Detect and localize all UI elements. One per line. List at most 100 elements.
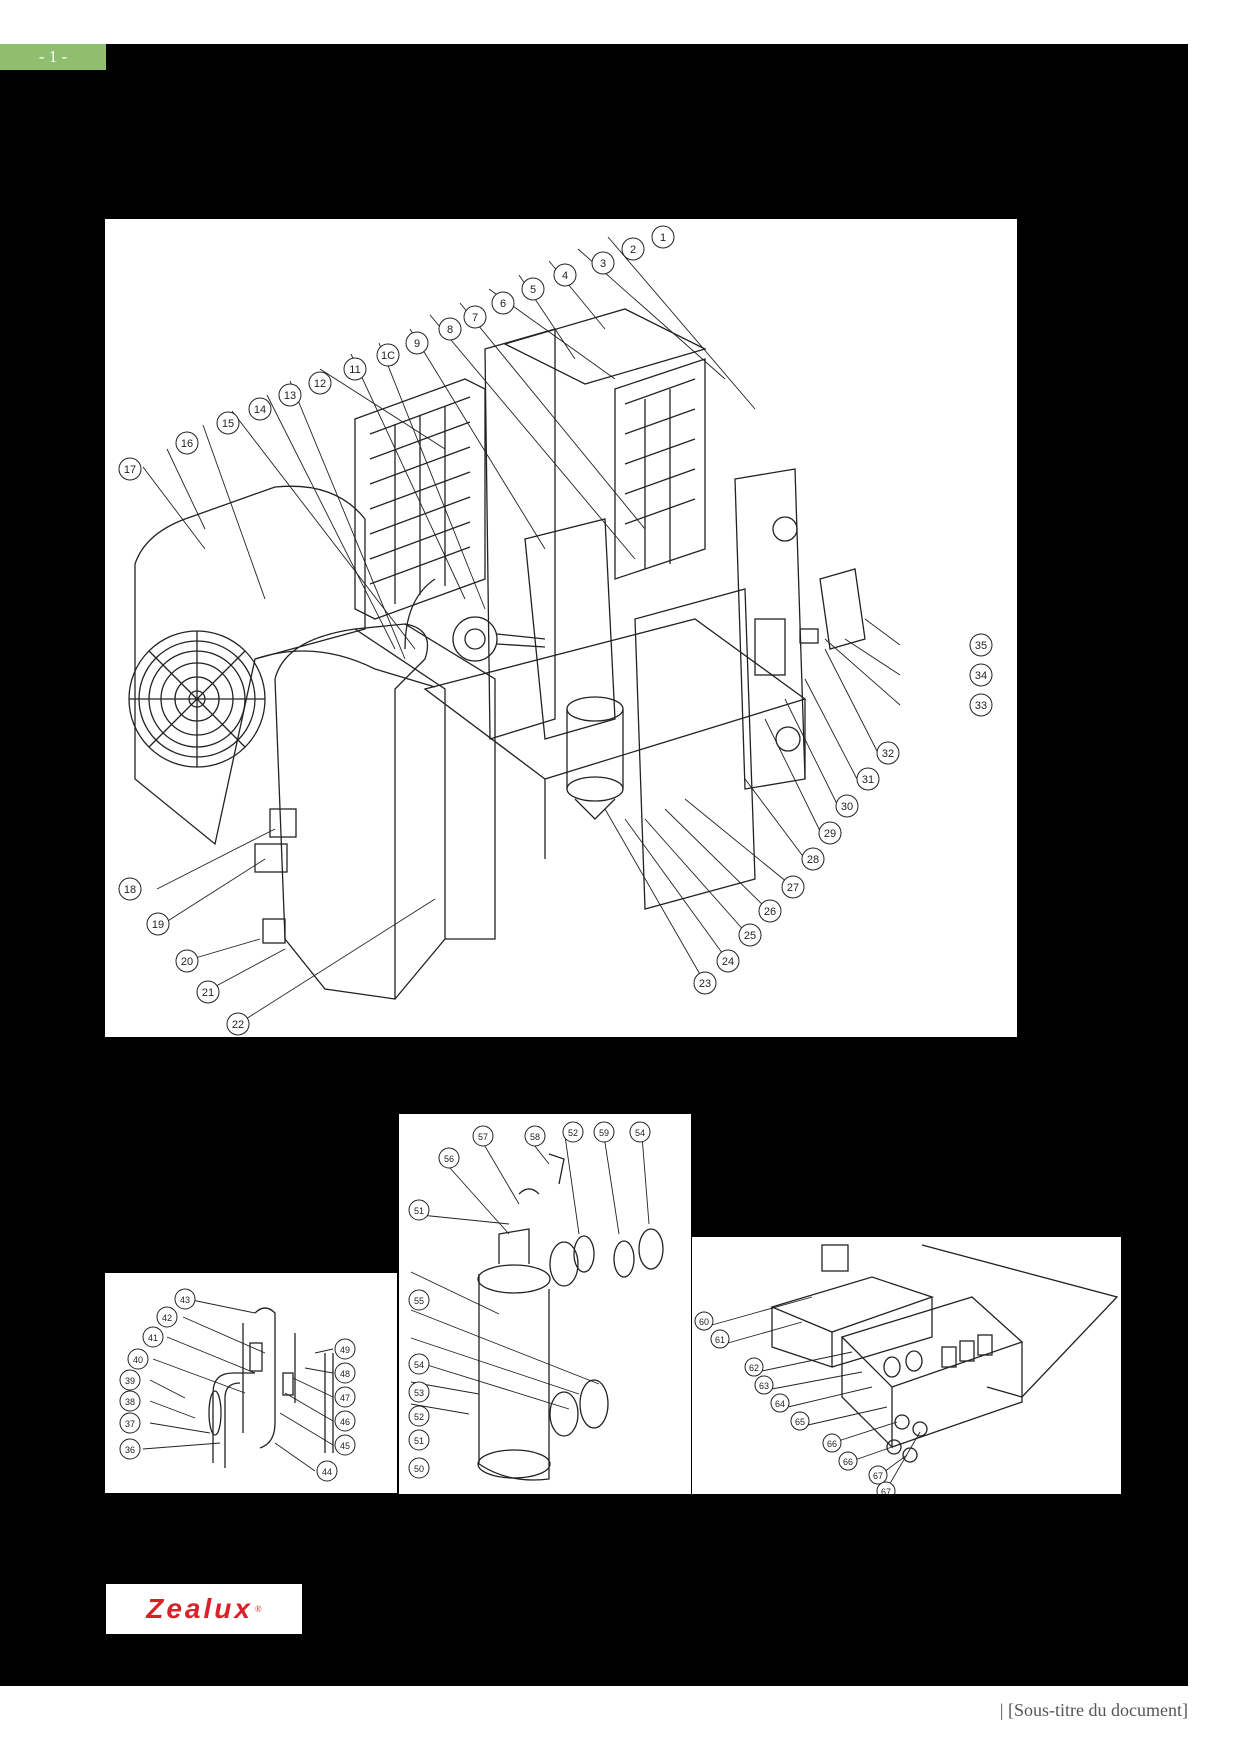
callout-47: 47 (334, 1386, 356, 1408)
callout-label: 49 (340, 1345, 350, 1355)
callout-label: 11 (349, 364, 360, 376)
callout-label: 1C (381, 350, 395, 362)
callout-18: 18 (118, 877, 142, 901)
callout-45: 45 (334, 1434, 356, 1456)
callout-label: 56 (444, 1154, 454, 1164)
callout-label: 61 (715, 1335, 725, 1345)
callout-32: 32 (876, 741, 900, 765)
callout-6: 6 (491, 291, 515, 315)
callout-label: 59 (599, 1128, 609, 1138)
callout-20: 20 (175, 949, 199, 973)
coil-grille-panel (354, 378, 486, 620)
callout-44: 44 (316, 1460, 338, 1482)
callout-60: 60 (694, 1311, 714, 1331)
callout-42: 42 (156, 1306, 178, 1328)
callout-54: 54 (629, 1121, 651, 1143)
callout-3: 3 (591, 251, 615, 275)
callout-65: 65 (790, 1411, 810, 1431)
callout-label: 39 (125, 1376, 135, 1386)
callout-label: 29 (824, 828, 836, 840)
callout-48: 48 (334, 1362, 356, 1384)
callout-2: 2 (621, 237, 645, 261)
callout-26: 26 (758, 899, 782, 923)
divider-panel (484, 328, 616, 740)
callout-55: 55 (408, 1289, 430, 1311)
top-cover (503, 308, 707, 580)
pipe-assembly (208, 1307, 334, 1468)
callout-40: 40 (127, 1348, 149, 1370)
callout-label: 5 (530, 284, 536, 296)
callout-30: 30 (835, 794, 859, 818)
callout-label: 36 (125, 1445, 135, 1455)
base-and-compressor (423, 618, 807, 859)
callout-label: 24 (722, 956, 734, 968)
callout-label: 25 (744, 930, 756, 942)
callout-label: 27 (787, 882, 799, 894)
callout-label: 63 (759, 1381, 769, 1391)
callout-label: 38 (125, 1397, 135, 1407)
callout-label: 8 (447, 324, 453, 336)
callout-59: 59 (593, 1121, 615, 1143)
callout-label: 46 (340, 1417, 350, 1427)
callout-label: 32 (882, 748, 894, 760)
callout-label: 41 (148, 1333, 158, 1343)
callout-label: 2 (630, 244, 636, 256)
callout-label: 54 (635, 1128, 645, 1138)
callout-label: 20 (181, 956, 193, 968)
callout-61: 61 (710, 1329, 730, 1349)
logo-registered-mark: ® (254, 1604, 262, 1614)
callout-15: 15 (216, 411, 240, 435)
callout-57: 57 (472, 1125, 494, 1147)
callout-label: 18 (124, 884, 136, 896)
callout-label: 67 (873, 1471, 883, 1481)
zealux-logo: Zealux® (106, 1584, 302, 1634)
callout-label: 9 (414, 338, 420, 350)
callout-label: 28 (807, 854, 819, 866)
callout-39: 39 (119, 1369, 141, 1391)
callout-64: 64 (770, 1393, 790, 1413)
callout-label: 67 (881, 1487, 891, 1494)
callout-label: 1 (660, 232, 666, 244)
callout-label: 62 (749, 1363, 759, 1373)
callout-label: 60 (699, 1317, 709, 1327)
callout-46: 46 (334, 1410, 356, 1432)
callout-17: 17 (118, 457, 142, 481)
callout-label: 30 (841, 801, 853, 813)
callout-label: 4 (562, 270, 568, 282)
callout-50: 50 (408, 1457, 430, 1479)
callout-51: 51 (408, 1429, 430, 1451)
callout-label: 51 (414, 1206, 424, 1216)
callout-label: 43 (180, 1295, 190, 1305)
logo-text: Zealux (146, 1593, 253, 1624)
callout-25: 25 (738, 923, 762, 947)
titanium-exchanger (477, 1153, 664, 1481)
callout-29: 29 (818, 821, 842, 845)
callout-28: 28 (801, 847, 825, 871)
callout-label: 31 (862, 774, 874, 786)
callout-66: 66 (822, 1433, 842, 1453)
callout-62: 62 (744, 1357, 764, 1377)
callout-label: 40 (133, 1355, 143, 1365)
callout-52: 52 (408, 1405, 430, 1427)
callout-35: 35 (969, 633, 993, 657)
pipe-leader-lines (142, 1298, 334, 1472)
fan-motor (404, 578, 546, 662)
fan-housing (128, 485, 436, 846)
callout-34: 34 (969, 663, 993, 687)
callout-11: 11 (343, 357, 367, 381)
callout-51: 51 (408, 1199, 430, 1221)
callout-label: 48 (340, 1369, 350, 1379)
callout-38: 38 (119, 1390, 141, 1412)
callout-58: 58 (524, 1125, 546, 1147)
callout-22: 22 (226, 1012, 250, 1036)
callout-label: 19 (152, 919, 164, 931)
callout-1C: 1C (376, 343, 400, 367)
callout-label: 35 (975, 640, 987, 652)
document-subtitle: | [Sous-titre du document] (999, 1700, 1188, 1720)
callout-label: 55 (414, 1296, 424, 1306)
callout-33: 33 (969, 693, 993, 717)
callout-label: 7 (472, 312, 478, 324)
callout-label: 66 (827, 1439, 837, 1449)
callout-label: 37 (125, 1419, 135, 1429)
